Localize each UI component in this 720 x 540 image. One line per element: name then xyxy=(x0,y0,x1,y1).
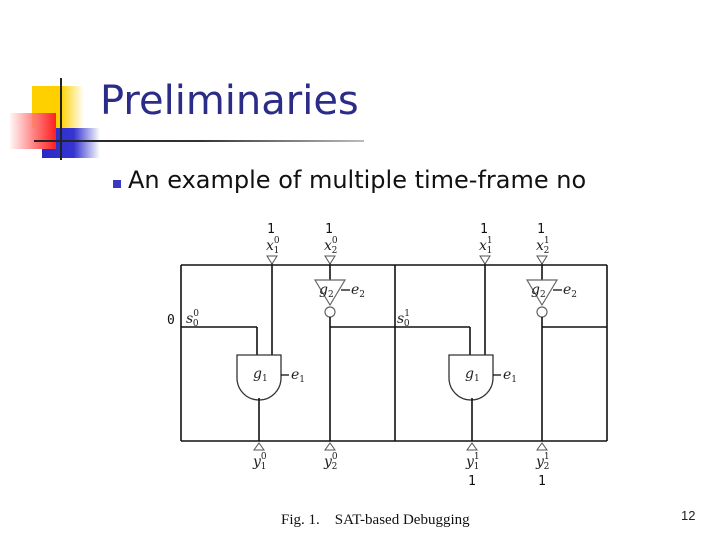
title-underline xyxy=(34,140,364,142)
input-port-icon xyxy=(324,255,336,265)
initial-state-value: 0 xyxy=(167,313,175,328)
figure-caption: Fig. 1. SAT-based Debugging xyxy=(281,512,470,528)
input-port-icon xyxy=(479,255,491,265)
input-value: 1 xyxy=(267,222,275,237)
gate-label-g1-0: g1 xyxy=(253,366,268,384)
slide-title: Preliminaries xyxy=(100,78,359,124)
output-value: 1 xyxy=(538,474,546,489)
input-port-icon xyxy=(536,255,548,265)
input-port-icon xyxy=(266,255,278,265)
gate-label-g2-0: g2 xyxy=(319,282,334,300)
error-label-e2-1: e2 xyxy=(563,282,577,300)
error-label-e1-0: e1 xyxy=(291,367,305,385)
decor-vertical-line xyxy=(60,78,62,160)
bullet-text: An example of multiple time-frame no xyxy=(128,166,587,194)
gate-label-g1-1: g1 xyxy=(465,366,480,384)
input-value: 1 xyxy=(537,222,545,237)
output-port-icon xyxy=(253,442,265,451)
bullet-square-icon xyxy=(113,180,121,188)
decor-red-square xyxy=(10,113,56,149)
gate-label-g2-1: g2 xyxy=(531,282,546,300)
output-port-icon xyxy=(466,442,478,451)
page-number: 12 xyxy=(681,508,696,523)
input-value: 1 xyxy=(325,222,333,237)
output-port-icon xyxy=(536,442,548,451)
output-value: 1 xyxy=(468,474,476,489)
error-label-e2-0: e2 xyxy=(351,282,365,300)
output-port-icon xyxy=(324,442,336,451)
input-value: 1 xyxy=(480,222,488,237)
error-label-e1-1: e1 xyxy=(503,367,517,385)
